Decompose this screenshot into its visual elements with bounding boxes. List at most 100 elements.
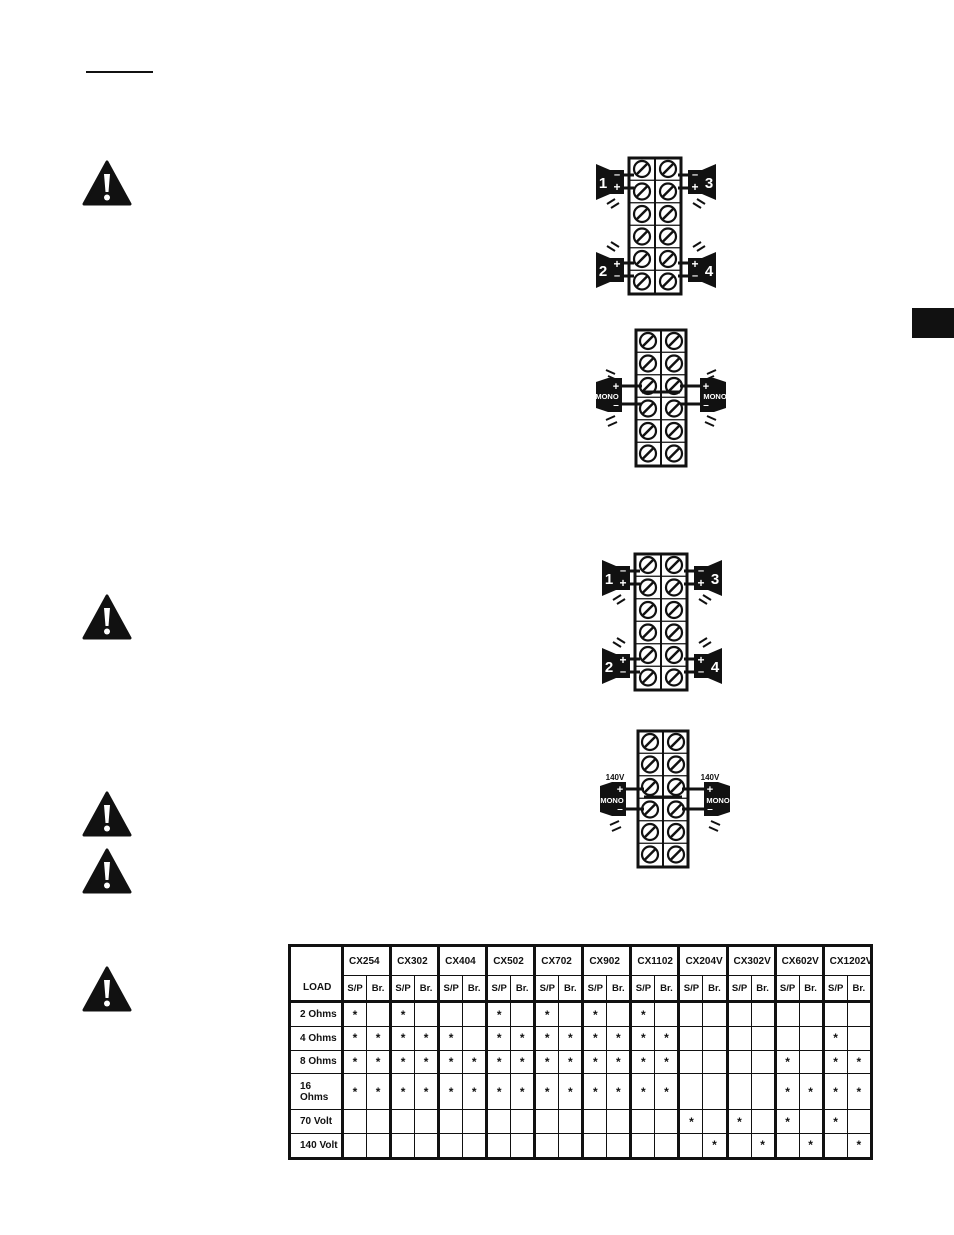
compat-cell: * (533, 1000, 560, 1028)
model-header: CX254 (340, 945, 392, 976)
screw-slot (642, 559, 654, 571)
screw-slot (670, 758, 682, 771)
compat-cell: * (437, 1049, 464, 1075)
svg-text:+: + (697, 576, 704, 590)
compat-cell: * (581, 1073, 608, 1111)
compat-cell (725, 1000, 752, 1028)
compat-cell (677, 1000, 704, 1028)
svg-text:+: + (691, 180, 698, 194)
series-parallel-header: S/P (485, 975, 512, 1003)
compat-cell: * (798, 1132, 824, 1160)
compat-cell: * (581, 1049, 608, 1075)
compat-cell (462, 1109, 488, 1134)
compat-cell (750, 1026, 776, 1051)
series-parallel-header: S/P (533, 975, 560, 1003)
screw-slot (668, 335, 680, 347)
compat-cell: * (629, 1049, 656, 1075)
load-label: 2 Ohms (289, 1000, 344, 1028)
bridged-header: Br. (750, 975, 776, 1003)
compat-cell: * (654, 1026, 680, 1051)
mono-label: MONO (595, 392, 618, 401)
compat-cell (750, 1000, 776, 1028)
screw-slot (670, 826, 682, 838)
screw-slot (668, 581, 680, 594)
compat-cell: * (821, 1026, 848, 1051)
load-label: 8 Ohms (289, 1049, 344, 1075)
compat-cell: * (485, 1000, 512, 1028)
compat-cell: * (821, 1073, 848, 1111)
compat-cell (677, 1049, 704, 1075)
compat-cell (798, 1000, 824, 1028)
bridged-header: Br. (510, 975, 536, 1003)
compat-cell: * (629, 1026, 656, 1051)
compat-cell: * (846, 1073, 873, 1111)
compat-cell (389, 1132, 416, 1160)
compat-cell: * (366, 1049, 392, 1075)
compat-cell: * (581, 1026, 608, 1051)
warning-icon (82, 848, 132, 894)
screw-slot (642, 357, 654, 370)
compat-cell: * (798, 1073, 824, 1111)
table-row: 70 Volt**** (289, 1109, 873, 1134)
speaker-number: 2 (605, 659, 613, 676)
screw-slot (644, 803, 656, 816)
svg-text:–: – (692, 270, 698, 282)
svg-text:+: + (613, 381, 619, 393)
model-header: CX602V (773, 945, 824, 976)
screw-slot (642, 581, 654, 594)
bridged-header: Br. (558, 975, 584, 1003)
svg-text:–: – (613, 400, 619, 411)
compat-cell (702, 1049, 728, 1075)
screw-slot (668, 604, 680, 616)
screw-slot (636, 163, 648, 175)
compat-cell (846, 1026, 873, 1051)
compat-cell: * (414, 1049, 440, 1075)
screw-slot (662, 230, 674, 243)
compat-cell: * (654, 1073, 680, 1111)
compat-cell: * (773, 1049, 800, 1075)
compat-cell: * (773, 1073, 800, 1111)
compat-cell (366, 1109, 392, 1134)
svg-text:–: – (698, 666, 704, 678)
series-parallel-header: S/P (389, 975, 416, 1003)
compat-cell (629, 1109, 656, 1134)
compat-cell: * (533, 1049, 560, 1075)
screw-slot (668, 559, 680, 571)
series-parallel-header: S/P (725, 975, 752, 1003)
mono-label: MONO (703, 392, 726, 401)
bridged-header: Br. (846, 975, 873, 1003)
compat-cell (366, 1132, 392, 1160)
compat-cell (654, 1109, 680, 1134)
compat-cell: * (462, 1049, 488, 1075)
compat-cell (462, 1132, 488, 1160)
warning-icon (82, 160, 132, 206)
compat-cell: * (485, 1049, 512, 1075)
bridged-header: Br. (462, 975, 488, 1003)
compat-cell (340, 1132, 368, 1160)
compat-cell (510, 1000, 536, 1028)
compat-cell (414, 1132, 440, 1160)
compat-cell (654, 1132, 680, 1160)
header-rule (86, 71, 153, 73)
screw-slot (636, 253, 648, 265)
compat-cell (414, 1109, 440, 1134)
screw-slot (642, 447, 654, 460)
compat-cell: * (389, 1073, 416, 1111)
section-tab (912, 308, 954, 338)
compat-cell (702, 1109, 728, 1134)
table-row: 140 Volt**** (289, 1132, 873, 1160)
series-parallel-header: S/P (677, 975, 704, 1003)
compat-cell (821, 1132, 848, 1160)
speaker-number: 4 (705, 263, 714, 280)
compat-cell: * (606, 1049, 632, 1075)
compat-cell (366, 1000, 392, 1028)
screw-slot (642, 380, 654, 392)
compat-cell: * (510, 1049, 536, 1075)
compat-cell: * (510, 1073, 536, 1111)
screw-slot (644, 826, 656, 838)
compat-cell: * (389, 1000, 416, 1028)
compat-cell (750, 1109, 776, 1134)
warning-icon (82, 791, 132, 837)
svg-text:–: – (620, 666, 626, 678)
